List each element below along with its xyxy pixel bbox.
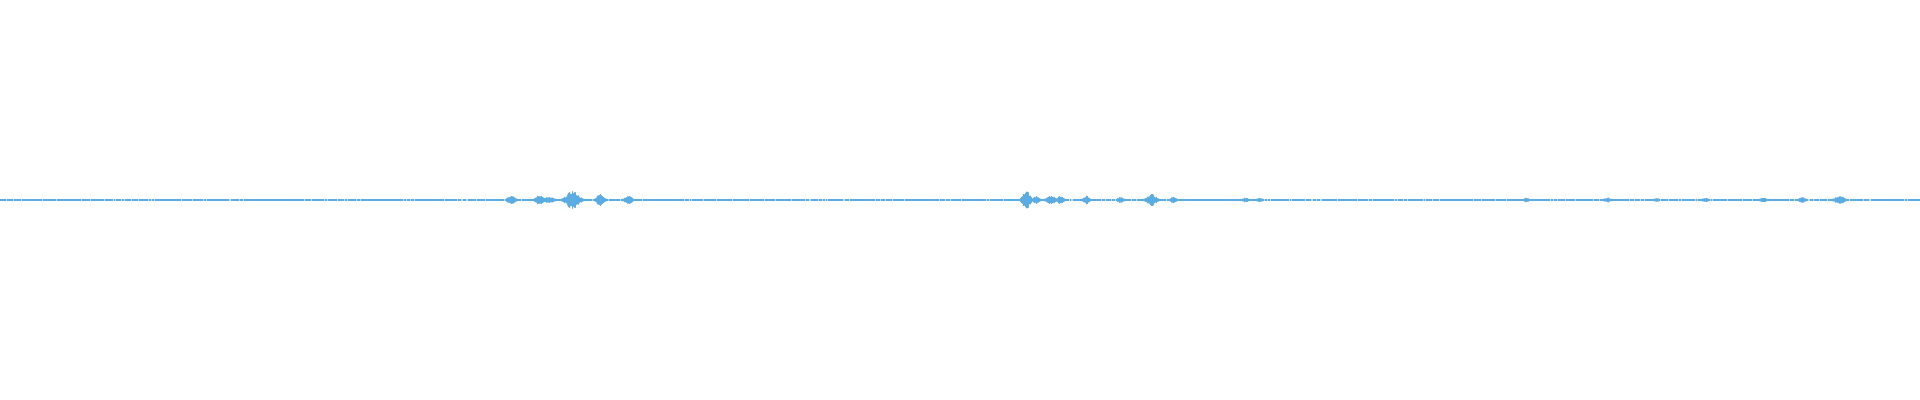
waveform-canvas[interactable]: [0, 0, 1920, 400]
